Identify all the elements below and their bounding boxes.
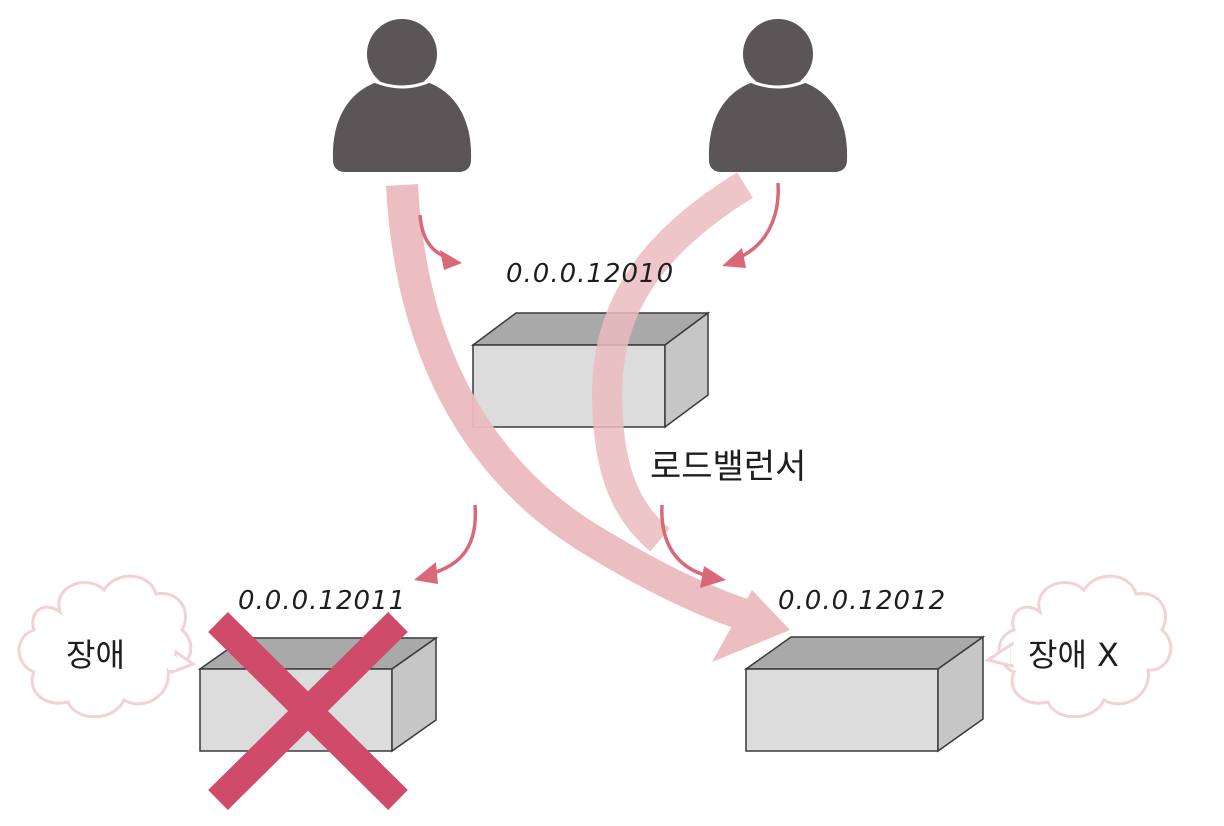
failure-x-icon: [208, 612, 408, 810]
load-balancer-ip-label: 0.0.0.12010: [506, 259, 674, 289]
status-bubble-failed: [17, 574, 197, 719]
server-failed-ip-label: 0.0.0.12011: [238, 586, 406, 616]
server-failed-status-text: 장애: [66, 636, 125, 674]
small-arrow-lb-to-failed-server: [414, 504, 478, 584]
load-balancer-label: 로드밸런서: [650, 447, 806, 487]
server-box-ok: [743, 635, 986, 753]
small-arrow-lb-to-ok-server: [660, 504, 726, 588]
load-balancer-box: [470, 311, 711, 429]
user-left-icon: [332, 19, 472, 172]
flow-arrow-left-user: [386, 184, 790, 662]
small-arrow-user-right-to-lb: [722, 182, 780, 268]
server-ok-ip-label: 0.0.0.12012: [778, 586, 946, 616]
small-arrow-user-left-to-lb: [418, 214, 462, 270]
server-ok-status-text: 장애 X: [1028, 636, 1119, 674]
user-right-icon: [708, 19, 848, 172]
status-bubble-ok: [984, 574, 1173, 719]
flow-arrow-right-user: [592, 172, 753, 552]
